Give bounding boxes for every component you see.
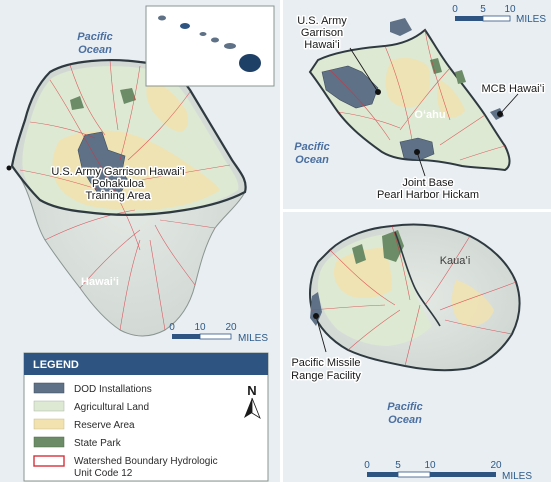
legend-swatch-state-park (33, 436, 65, 448)
legend-label-dod: DOD Installations (74, 384, 152, 395)
mcb-label: MCB Hawaiʻi (482, 83, 545, 95)
oahu-watershed-lines (329, 29, 506, 161)
kauai-state-park-2 (352, 244, 366, 264)
svg-text:MILES: MILES (516, 14, 546, 25)
pohakuloa-label-2: Pohakuloa (92, 178, 145, 190)
panel-divider-horizontal (283, 209, 551, 212)
hawaii-chain-inset (145, 5, 275, 87)
svg-text:20: 20 (225, 322, 237, 333)
legend-swatch-dod (33, 382, 65, 394)
hawaii-state-park (120, 88, 136, 104)
hawaii-ocean-label-1: Pacific (77, 31, 112, 43)
kauai-scale-bar: 0 5 10 20 MILES (364, 460, 532, 482)
schofield-label-2: Garrison (301, 27, 343, 39)
legend-label-watershed-1: Watershed Boundary Hydrologic (74, 456, 218, 467)
legend-swatch-watershed (33, 455, 65, 467)
schofield-label-1: U.S. Army (297, 15, 347, 27)
svg-text:0: 0 (364, 460, 370, 471)
pmrf-area (310, 292, 322, 326)
jbphh-leader (416, 151, 426, 177)
hawaii-west-marker (6, 165, 12, 171)
kauai-state-park (382, 230, 404, 262)
oahu-reserve-area (385, 58, 430, 108)
kauai-inner-boundary (394, 231, 441, 327)
oahu-reserve-area-2 (437, 80, 465, 118)
pohakuloa-label-1: U.S. Army Garrison Hawaiʻi (51, 166, 184, 178)
pohakuloa-label-3: Training Area (85, 190, 151, 202)
kauai-reserve-area (333, 248, 392, 298)
north-arrow-icon: N (244, 383, 261, 419)
jbphh-marker (414, 149, 420, 155)
hawaii-state-park-2 (70, 96, 84, 110)
jbphh-label-2: Pearl Harbor Hickam (377, 189, 479, 201)
svg-text:MILES: MILES (502, 471, 532, 482)
kauai-island-label: Kauaʻi (440, 255, 471, 267)
mcb-leader (499, 93, 519, 115)
pmrf-leader (315, 315, 327, 353)
oahu-ocean-label-1: Pacific (294, 141, 329, 153)
legend-header (24, 353, 268, 375)
oahu-island-label: Oʻahu (414, 109, 445, 121)
hawaii-panel: Pacific Ocean U.S. Army Garrison Hawaiʻi… (0, 0, 280, 482)
svg-text:20: 20 (490, 460, 502, 471)
legend-label-state-park: State Park (74, 438, 122, 449)
schofield-label-3: Hawaiʻi (304, 39, 339, 51)
oahu-panel: U.S. Army Garrison Hawaiʻi MCB Hawaiʻi J… (283, 0, 551, 210)
svg-text:10: 10 (424, 460, 436, 471)
svg-text:MILES: MILES (238, 333, 268, 344)
kauai-ocean-label-2: Ocean (388, 414, 422, 426)
svg-text:5: 5 (480, 4, 486, 15)
legend-swatch-reserve (33, 418, 65, 430)
oahu-state-park-2 (455, 70, 466, 84)
kauai-panel: Kauaʻi Pacific Missile Range Facility Pa… (283, 212, 551, 482)
svg-text:N: N (247, 383, 256, 398)
hawaii-watershed-lines (19, 59, 231, 331)
schofield-marker (375, 89, 381, 95)
kauai-ocean-label-1: Pacific (387, 401, 422, 413)
schofield-barracks-area (321, 65, 379, 109)
hawaii-ocean-label-2: Ocean (78, 44, 112, 56)
kauai-reserve-area-east (451, 280, 494, 327)
legend-title: LEGEND (33, 359, 79, 371)
legend-swatch-agricultural (33, 400, 65, 412)
oahu-scale-bar: 0 5 10 MILES (452, 4, 546, 25)
pmrf-label-1: Pacific Missile (291, 357, 360, 369)
schofield-upper-area (390, 18, 412, 36)
panel-divider-vertical (280, 0, 283, 482)
hawaii-scale-bar: 0 10 20 MILES (169, 322, 268, 344)
legend-label-watershed-2: Unit Code 12 (74, 468, 133, 479)
pmrf-label-2: Range Facility (291, 370, 361, 382)
hawaii-reserve-area-east (146, 80, 188, 132)
legend-label-agricultural: Agricultural Land (74, 402, 149, 413)
schofield-leader (349, 47, 379, 93)
jbphh-label-1: Joint Base (402, 177, 453, 189)
svg-text:0: 0 (169, 322, 175, 333)
oahu-ocean-label-2: Ocean (295, 154, 329, 166)
mcb-marker (497, 111, 503, 117)
hawaii-island-label: Hawaiʻi (81, 276, 119, 288)
svg-text:10: 10 (194, 322, 206, 333)
legend: LEGEND DOD Installations Agricultural La… (23, 352, 269, 482)
oahu-state-park-1 (430, 58, 442, 74)
legend-label-reserve: Reserve Area (74, 420, 135, 431)
svg-text:0: 0 (452, 4, 458, 15)
kauai-watershed-lines (311, 225, 517, 367)
svg-text:5: 5 (395, 460, 401, 471)
svg-text:10: 10 (504, 4, 516, 15)
